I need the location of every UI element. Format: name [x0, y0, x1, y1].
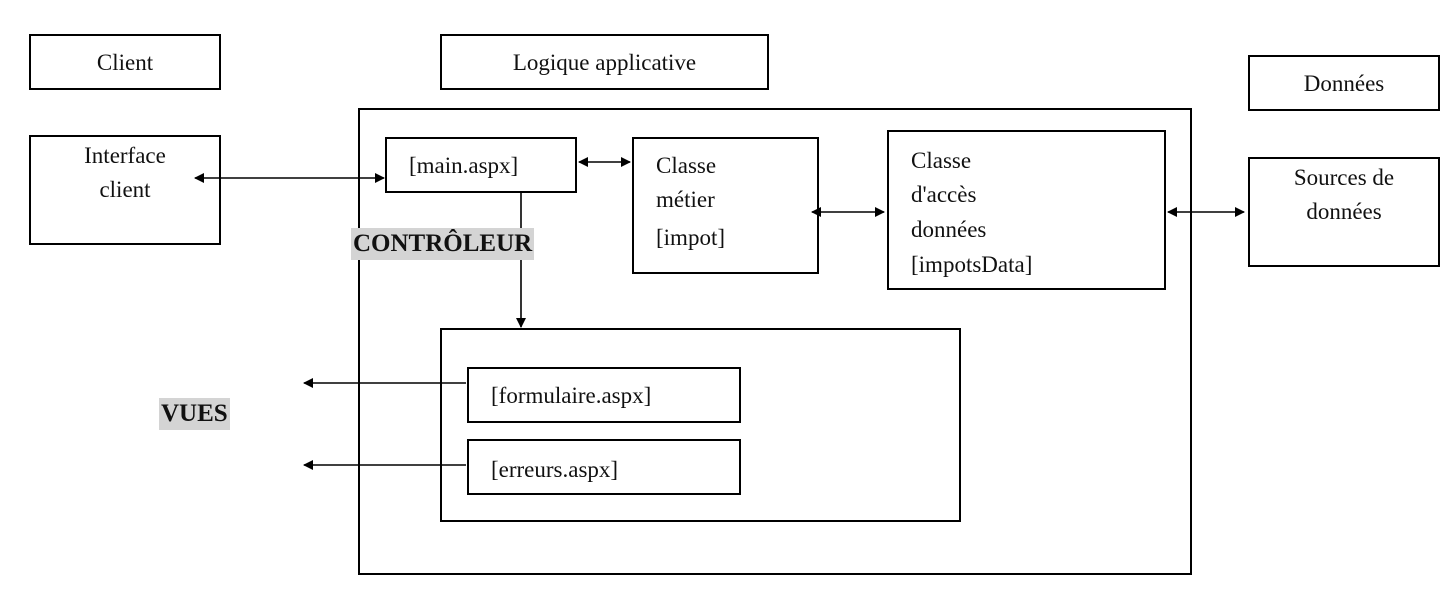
client-header-text: Client	[96, 50, 154, 75]
application-logic-container	[358, 108, 1192, 575]
client-interface-line1: Interface	[84, 143, 166, 168]
view-form-text: [formulaire.aspx]	[491, 383, 652, 408]
data-access-line4: [impotsData]	[911, 252, 1033, 277]
logic-header-text: Logique applicative	[512, 50, 697, 75]
controller-main-box: [main.aspx]	[385, 137, 577, 193]
business-class-line1: Classe	[656, 153, 717, 178]
data-header-box: Données	[1248, 55, 1440, 111]
business-class-box: Classe métier [impot]	[632, 137, 819, 274]
client-header-box: Client	[29, 34, 221, 90]
data-access-class-box: Classe d'accès données [impotsData]	[887, 130, 1166, 290]
data-access-line2: d'accès	[911, 182, 977, 207]
client-interface-line2: client	[99, 177, 151, 202]
views-container	[440, 328, 961, 522]
logic-header-box: Logique applicative	[440, 34, 769, 90]
client-interface-box: Interface client	[29, 135, 221, 245]
data-header-text: Données	[1303, 71, 1385, 96]
views-label: VUES	[159, 398, 230, 430]
data-sources-box: Sources de données	[1248, 157, 1440, 267]
controller-main-text: [main.aspx]	[409, 153, 519, 178]
data-access-line1: Classe	[911, 148, 972, 173]
data-access-line3: données	[911, 217, 987, 242]
view-errors-text: [erreurs.aspx]	[491, 457, 619, 482]
business-class-line2: métier	[656, 187, 715, 212]
data-sources-line2: données	[1306, 199, 1382, 224]
view-form-box: [formulaire.aspx]	[467, 367, 741, 423]
controller-label: CONTRÔLEUR	[351, 228, 535, 260]
view-errors-box: [erreurs.aspx]	[467, 439, 741, 495]
data-sources-line1: Sources de	[1293, 165, 1395, 190]
business-class-line3: [impot]	[656, 225, 725, 250]
